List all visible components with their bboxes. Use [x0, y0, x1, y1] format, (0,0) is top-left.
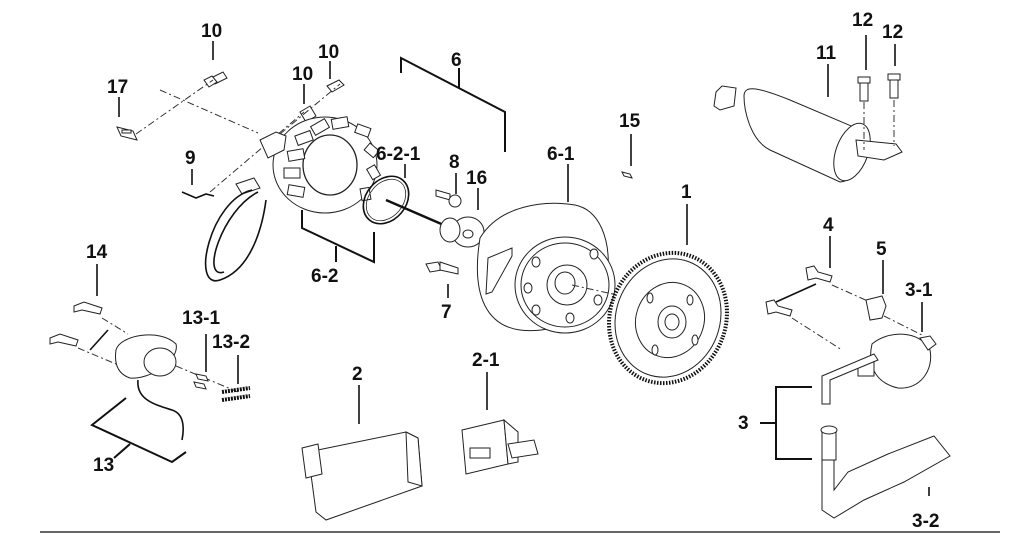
clamp-9 — [181, 191, 215, 199]
callout-13: 13 — [93, 455, 114, 476]
callout-15: 15 — [619, 111, 641, 132]
callout-12: 12 — [882, 22, 903, 43]
flywheel-rotor-6-1 — [476, 202, 616, 334]
bolt-4-b — [765, 299, 793, 317]
callout-3-2: 3-2 — [912, 511, 939, 532]
bolt-10-c — [326, 79, 345, 93]
callout-4: 4 — [823, 215, 834, 236]
plug-cap-3-2 — [820, 425, 951, 519]
guide-line — [159, 89, 259, 134]
callout-10: 10 — [318, 42, 339, 63]
guide-line — [135, 79, 214, 135]
callout-6-2: 6-2 — [311, 266, 338, 287]
callout-7: 7 — [441, 302, 452, 323]
sleeve-13-2 — [221, 386, 251, 402]
bolt-12-a — [857, 76, 871, 102]
guide-line — [791, 317, 843, 351]
leader-lines — [96, 35, 930, 496]
callout-1: 1 — [681, 182, 692, 203]
bracket-5 — [865, 295, 887, 321]
cdi-unit-2 — [301, 431, 423, 521]
shaft-line — [385, 198, 447, 228]
retainer-ring-6-2-1 — [362, 175, 410, 225]
nut-16 — [439, 216, 485, 248]
callout-3-1: 3-1 — [905, 280, 933, 301]
bracket-3 — [760, 386, 812, 460]
stator-coil-6-2 — [204, 116, 382, 282]
woodruff-key-15 — [621, 171, 633, 179]
cdi-bracket-2-1 — [461, 418, 539, 475]
callout-17: 17 — [107, 77, 128, 98]
pulser-coil-13 — [115, 334, 184, 441]
bolt-14-a — [73, 301, 103, 315]
callout-5: 5 — [876, 239, 887, 260]
bolt-4-a — [805, 265, 833, 283]
starter-gear-1 — [607, 250, 729, 386]
guide-line — [77, 347, 117, 365]
callout-13-2: 13-2 — [212, 332, 250, 353]
bolt-12-b — [887, 73, 901, 99]
guide-line — [571, 284, 641, 301]
callout-10: 10 — [201, 21, 222, 42]
bolt-14-b — [49, 333, 79, 347]
bolt-7 — [425, 261, 459, 275]
callout-2-1: 2-1 — [472, 350, 500, 371]
callout-labels: 10 17 10 10 9 6-2-1 6 8 16 6-1 15 1 11 1… — [86, 10, 939, 532]
guide-line — [209, 111, 305, 193]
starter-motor-11 — [713, 85, 903, 183]
bolt-8 — [435, 189, 462, 208]
callout-11: 11 — [816, 43, 837, 64]
callout-6-2-1: 6-2-1 — [376, 144, 421, 165]
callout-16: 16 — [466, 168, 487, 189]
callout-8: 8 — [449, 152, 460, 173]
guide-line — [101, 317, 129, 335]
bracket-13 — [90, 397, 187, 464]
bracket-6-2 — [301, 210, 375, 264]
ignition-coil-3-1 — [821, 333, 937, 405]
guide-line — [279, 83, 341, 135]
guide-line — [89, 329, 109, 351]
callout-6-1: 6-1 — [547, 144, 575, 165]
callout-9: 9 — [185, 148, 196, 169]
guide-line — [831, 284, 871, 303]
bracket-6 — [400, 56, 506, 152]
clip-17 — [116, 126, 138, 141]
callout-13-1: 13-1 — [182, 308, 220, 329]
callout-12: 12 — [852, 10, 873, 31]
terminal-13-1 — [193, 373, 209, 390]
callout-14: 14 — [86, 242, 108, 263]
guide-line — [775, 283, 817, 303]
callout-6: 6 — [451, 50, 462, 71]
callout-3: 3 — [738, 413, 749, 434]
callout-2: 2 — [352, 364, 363, 385]
callout-10: 10 — [292, 64, 313, 85]
